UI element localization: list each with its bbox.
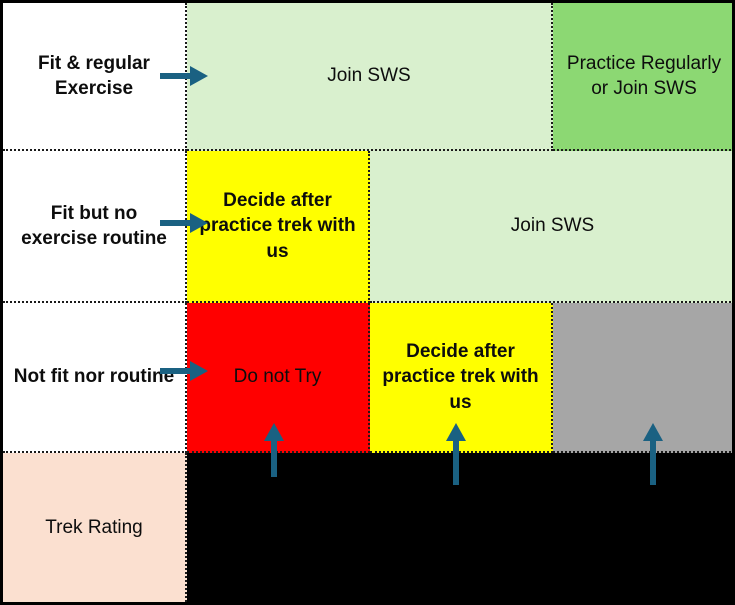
cell-decide-after-practice-trek-row2: Decide after practice trek with us xyxy=(187,151,370,303)
cell-practice-regularly-or-join-sws: Practice Regularly or Join SWS xyxy=(553,3,732,151)
cell-gray-empty xyxy=(553,303,732,453)
row-label-text: Trek Rating xyxy=(45,516,143,538)
arrow-shaft xyxy=(160,73,192,79)
cell-text: Decide after practice trek with us xyxy=(199,190,356,262)
arrow-head xyxy=(190,213,208,233)
arrow-shaft xyxy=(160,368,192,374)
arrow-head xyxy=(643,423,663,441)
arrow-head xyxy=(190,66,208,86)
row-label-text: Fit but no exercise routine xyxy=(21,202,167,249)
row-label-text: Not fit nor routine xyxy=(13,366,175,388)
arrow-shaft xyxy=(271,437,277,477)
row-label-not-fit-nor-routine: Not fit nor routine xyxy=(3,303,187,453)
arrow-shaft xyxy=(160,220,192,226)
row-label-trek-rating: Trek Rating xyxy=(3,453,187,602)
cell-decide-after-practice-trek-row3: Decide after practice trek with us xyxy=(370,303,553,453)
cell-join-sws-middle: Join SWS xyxy=(370,151,732,303)
row-label-fit-regular-exercise: Fit & regular Exercise xyxy=(3,3,187,151)
row-label-fit-no-exercise-routine: Fit but no exercise routine xyxy=(3,151,187,303)
row-label-text: Fit & regular Exercise xyxy=(38,52,150,99)
cell-join-sws-top: Join SWS xyxy=(187,3,553,151)
arrow-shaft xyxy=(453,437,459,485)
cell-trek-rating-scale-bar xyxy=(187,453,732,602)
arrow-shaft xyxy=(650,437,656,485)
cell-text: Do not Try xyxy=(233,366,322,388)
arrow-head xyxy=(190,361,208,381)
arrow-head xyxy=(446,423,466,441)
cell-text: Practice Regularly or Join SWS xyxy=(566,52,722,99)
cell-text: Join SWS xyxy=(327,65,411,87)
arrow-head xyxy=(264,423,284,441)
cell-text: Decide after practice trek with us xyxy=(382,341,539,413)
cell-text: Join SWS xyxy=(510,215,595,237)
